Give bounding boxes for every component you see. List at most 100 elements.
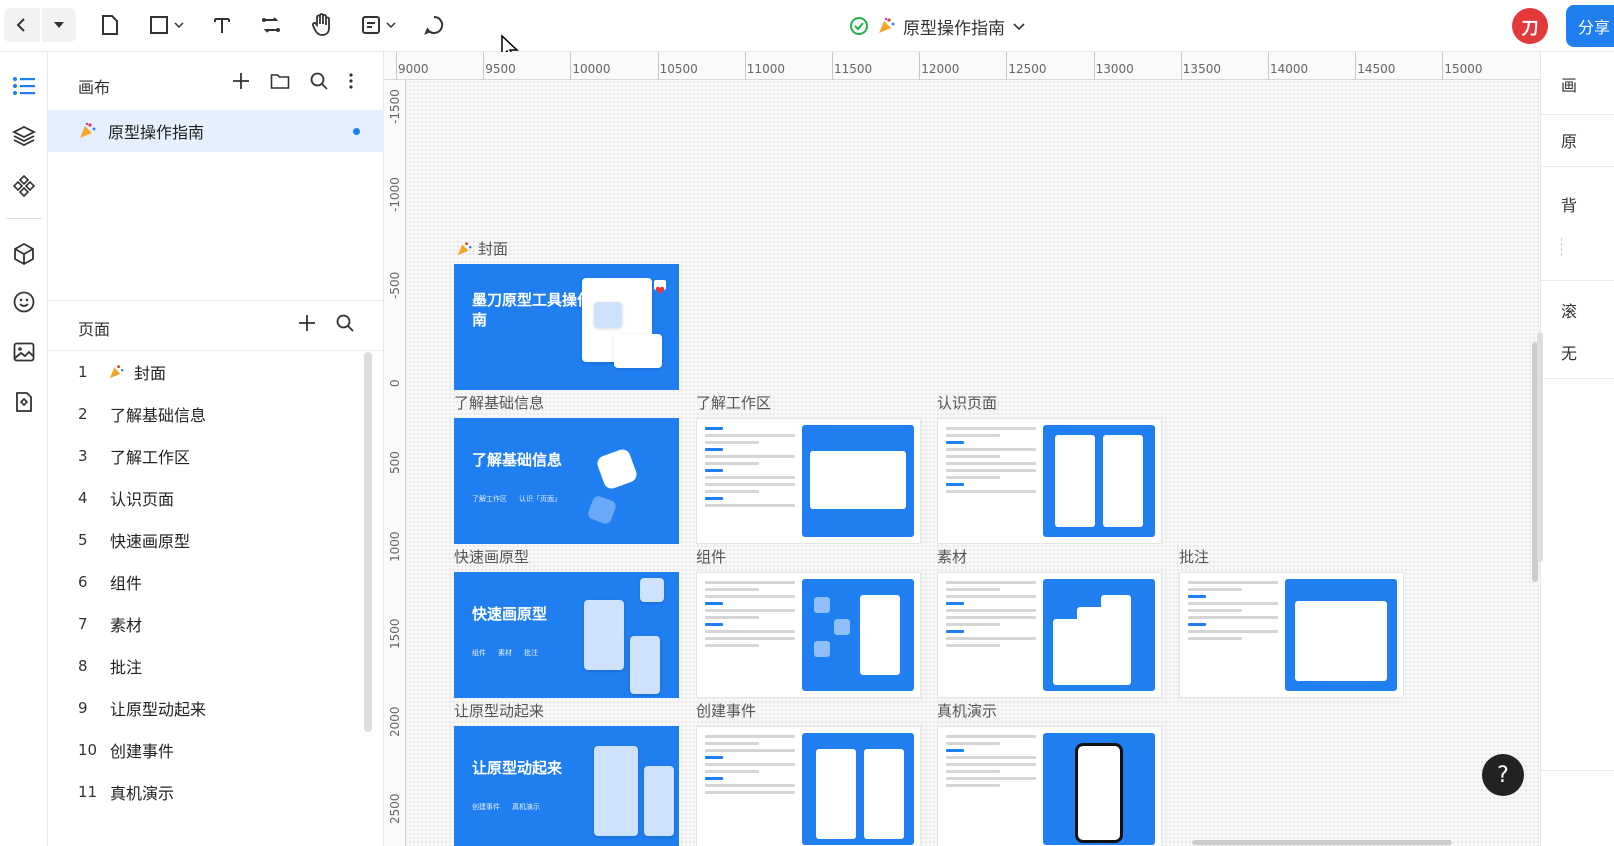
rail-layers-button[interactable]	[6, 118, 42, 154]
page-name: 封面	[134, 364, 167, 383]
frame-label-events[interactable]: 创建事件	[696, 702, 757, 720]
canvas-horizontal-scrollbar[interactable]	[1192, 840, 1452, 845]
doc-illustration	[802, 579, 914, 691]
frame-comments[interactable]	[1179, 572, 1404, 698]
hand-tool-button[interactable]	[306, 8, 338, 42]
page-tool-button[interactable]	[96, 8, 124, 42]
canvas-list-item[interactable]: 原型操作指南	[48, 110, 384, 152]
hand-icon	[312, 13, 330, 36]
frame-label-quick[interactable]: 快速画原型	[454, 548, 530, 566]
comment-tool-button[interactable]	[420, 8, 448, 42]
rail-components-button[interactable]	[6, 168, 42, 204]
frame-label-comments[interactable]: 批注	[1179, 548, 1210, 566]
ruler-tick-line	[919, 52, 921, 80]
frame-basics[interactable]: 了解基础信息 了解工作区认识「页面」	[454, 418, 679, 544]
ruler-tick-line	[744, 52, 746, 80]
frame-label-animate[interactable]: 让原型动起来	[454, 702, 545, 720]
ruler-tick-line	[1006, 52, 1008, 80]
rectangle-icon	[149, 16, 168, 34]
frame-quick[interactable]: 快速画原型 组件素材批注	[454, 572, 679, 698]
connector-icon	[262, 17, 280, 33]
document-title[interactable]: 原型操作指南	[849, 12, 1025, 40]
frame-components[interactable]	[696, 572, 921, 698]
ruler-tick-label: 14500	[1357, 62, 1396, 76]
note-tool-button[interactable]	[354, 8, 402, 42]
share-button[interactable]: 分享	[1566, 5, 1614, 47]
canvas-vertical-scrollbar[interactable]	[1532, 342, 1538, 582]
panel-text-5: 无	[1561, 344, 1578, 363]
page-number: 6	[78, 573, 88, 591]
more-icon[interactable]: ...	[12, 842, 28, 846]
frame-animate[interactable]: 让原型动起来 创建事件真机演示	[454, 726, 679, 846]
share-label: 分享	[1578, 18, 1611, 37]
more-vertical-icon[interactable]	[348, 72, 354, 90]
help-button[interactable]: ?	[1482, 754, 1524, 796]
frame-label-workspace[interactable]: 了解工作区	[696, 394, 772, 412]
doc-text-column	[946, 427, 1036, 497]
animate-sub-1: 创建事件	[472, 803, 500, 811]
add-page-icon[interactable]	[298, 314, 316, 332]
frame-label-pages[interactable]: 认识页面	[937, 394, 998, 412]
ruler-tick-line	[483, 52, 485, 80]
add-canvas-icon[interactable]	[232, 72, 250, 90]
chevron-down-icon	[385, 22, 396, 29]
frame-workspace[interactable]	[696, 418, 921, 544]
ruler-tick-label: 1000	[388, 530, 402, 562]
rail-divider	[6, 218, 42, 219]
text-tool-button[interactable]	[208, 8, 236, 42]
illustration-iphone	[1075, 743, 1123, 843]
frame-events[interactable]	[696, 726, 921, 846]
user-avatar[interactable]: 刀	[1512, 8, 1548, 44]
frame-assets[interactable]	[937, 572, 1162, 698]
frame-pages[interactable]	[937, 418, 1162, 544]
party-popper-icon	[109, 365, 124, 379]
frame-cover[interactable]: 墨刀原型工具操作指南	[454, 264, 679, 390]
frame-label-basics[interactable]: 了解基础信息	[454, 394, 545, 412]
frame-label-cover[interactable]: 封面	[456, 238, 508, 259]
ruler-tick-label: 12000	[921, 62, 960, 76]
frame-label-device[interactable]: 真机演示	[937, 702, 998, 720]
ruler-tick-label: 13000	[1095, 62, 1134, 76]
doc-text-column	[705, 427, 795, 511]
frame-device[interactable]	[937, 726, 1162, 846]
page-list-scrollbar[interactable]	[364, 352, 372, 732]
link-tool-button[interactable]	[256, 8, 286, 42]
back-button[interactable]	[4, 8, 40, 42]
frame-label-assets[interactable]: 素材	[937, 548, 968, 566]
panel-scrollbar[interactable]	[1537, 332, 1543, 562]
rail-pages-button[interactable]	[6, 68, 42, 104]
ruler-tick-label: 1500	[388, 618, 402, 649]
back-menu-button[interactable]	[42, 8, 76, 42]
ruler-tick-line	[1355, 52, 1357, 80]
rail-library-button[interactable]	[6, 236, 42, 272]
page-name: 让原型动起来	[110, 700, 207, 719]
ruler-tick-line	[1268, 52, 1269, 80]
page-number: 4	[78, 489, 88, 507]
panel-color-swatch[interactable]	[1561, 238, 1565, 256]
help-label: ?	[1497, 762, 1509, 788]
rail-icons-button[interactable]	[6, 284, 42, 320]
frame-label-components[interactable]: 组件	[696, 548, 727, 566]
doc-illustration	[1043, 733, 1155, 845]
rail-images-button[interactable]	[6, 334, 42, 370]
rail-assets-button[interactable]	[6, 384, 42, 420]
ruler-tick-label: 12500	[1008, 62, 1047, 76]
shape-tool-button[interactable]	[142, 8, 190, 42]
list-icon	[13, 77, 35, 95]
folder-icon[interactable]	[270, 72, 290, 90]
search-icon[interactable]	[310, 72, 328, 90]
search-pages-icon[interactable]	[336, 314, 354, 332]
